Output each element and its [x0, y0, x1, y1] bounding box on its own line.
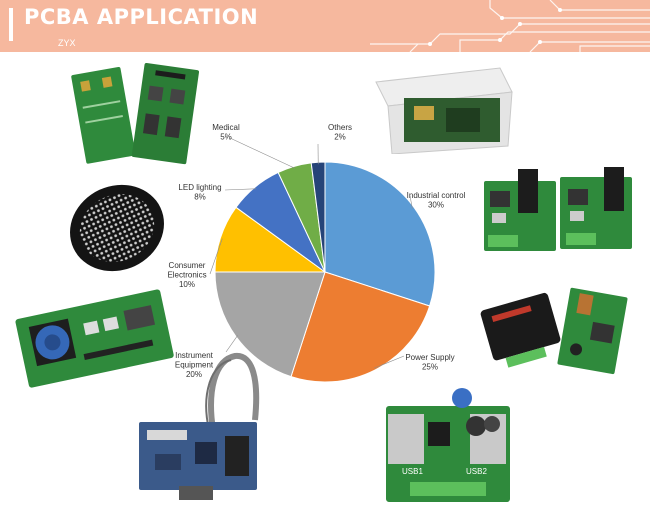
- leader-line: [209, 238, 223, 275]
- pie-slice-instrument-equipment: [214, 271, 326, 378]
- medical-board-photo: [71, 62, 200, 165]
- page-title: PCBA APPLICATION: [24, 5, 259, 29]
- page-subtitle: ZYX: [58, 38, 76, 48]
- pie-slice-industrial-control: [324, 161, 436, 307]
- industrial-control-board-photo: [484, 167, 632, 251]
- circuit-pattern-icon: [370, 0, 650, 52]
- leader-line: [229, 137, 295, 169]
- usb2-label: USB2: [466, 467, 487, 476]
- instrument-equipment-board-photo: [139, 352, 260, 500]
- header-accent-bar: [9, 8, 13, 41]
- leader-line: [409, 195, 413, 209]
- led-lighting-board-photo: [70, 184, 164, 272]
- pie-slice-power-supply: [290, 271, 431, 383]
- power-supply-usb-board-photo: USB1 USB2: [386, 388, 510, 502]
- header-banner: PCBA APPLICATION ZYX: [0, 0, 650, 52]
- consumer-electronics-board-photo: [15, 289, 174, 388]
- leader-line: [224, 188, 257, 191]
- leader-line: [373, 355, 405, 369]
- power-module-photo: [480, 287, 628, 375]
- leader-line: [225, 335, 238, 353]
- boxed-board-photo: [375, 67, 513, 154]
- usb1-label: USB1: [402, 467, 423, 476]
